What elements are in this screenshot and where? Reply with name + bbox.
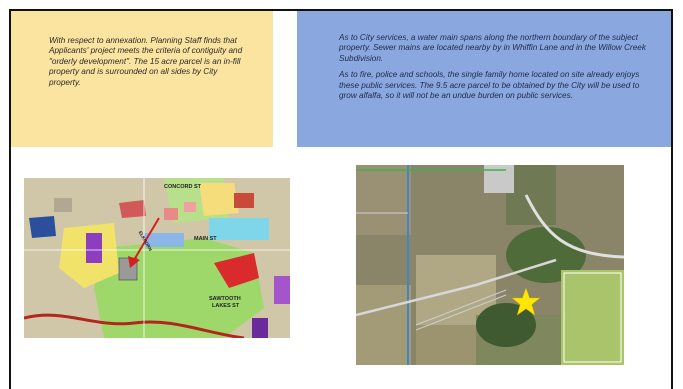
- water-sewer-paragraph: As to City services, a water main spans …: [339, 33, 646, 63]
- concord-st-label: CONCORD ST: [164, 184, 201, 190]
- subject-property-star-icon: [511, 287, 541, 316]
- annexation-text-box: With respect to annexation. Planning Sta…: [11, 11, 273, 147]
- zoning-map-image: CONCORD ST MAIN ST SAWTOOTH LAKES ST ELK…: [24, 178, 290, 338]
- annexation-paragraph: With respect to annexation. Planning Sta…: [49, 36, 243, 87]
- public-services-paragraph: As to fire, police and schools, the sing…: [339, 70, 640, 101]
- aerial-map-image: [356, 165, 624, 365]
- city-services-text-box: As to City services, a water main spans …: [297, 11, 671, 147]
- sawtooth-label: SAWTOOTH: [209, 296, 241, 302]
- lakes-st-label: LAKES ST: [212, 303, 240, 309]
- slide-frame: [9, 9, 673, 389]
- main-st-label: MAIN ST: [194, 236, 217, 242]
